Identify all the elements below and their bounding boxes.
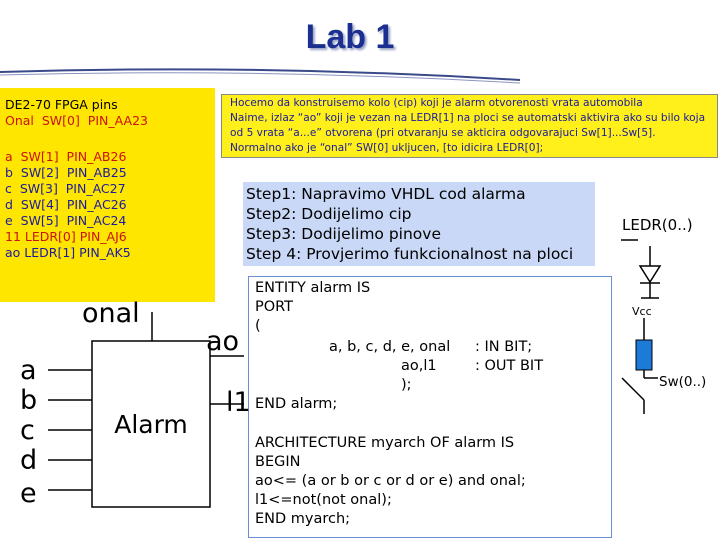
description-line: Hocemo da konstruisemo kolo (cip) koji j… bbox=[230, 97, 643, 109]
input-label-b: b bbox=[20, 385, 38, 416]
pin-assignment-box: DE2-70 FPGA pins Onal SW[0] PIN_AA23 a S… bbox=[0, 88, 215, 302]
title-underline bbox=[0, 68, 521, 84]
switch-icon bbox=[621, 377, 645, 401]
input-label-c: c bbox=[20, 415, 35, 446]
description-line: od 5 vrata “a...e” otvorena (pri otvaran… bbox=[230, 127, 656, 139]
pin-item: ao LEDR[1] PIN_AK5 bbox=[5, 245, 131, 260]
code-line: ( bbox=[255, 318, 261, 334]
led-diode-icon bbox=[638, 265, 662, 284]
step-line: Step3: Dodijelimo pinove bbox=[246, 225, 441, 243]
code-line: : OUT BIT bbox=[475, 358, 544, 374]
input-label-d: d bbox=[20, 445, 38, 476]
output-label-ao: ao bbox=[206, 326, 240, 357]
switch-label: Sw(0..) bbox=[659, 374, 707, 390]
led-switch-schematic bbox=[621, 239, 662, 414]
description-line: Naime, izlaz “ao” koji je vezan na LEDR[… bbox=[230, 112, 706, 124]
code-line: l1<=not(not onal); bbox=[255, 492, 392, 508]
pin-item: e SW[5] PIN_AC24 bbox=[5, 213, 127, 228]
alarm-block bbox=[91, 340, 211, 508]
pins-header: DE2-70 FPGA pins bbox=[5, 97, 118, 112]
resistor-icon bbox=[635, 339, 653, 371]
onal-input-label: onal bbox=[82, 298, 140, 329]
pin-onal: Onal SW[0] PIN_AA23 bbox=[5, 113, 148, 128]
pin-item: 11 LEDR[0] PIN_AJ6 bbox=[5, 229, 127, 244]
code-line: ao,l1 bbox=[401, 358, 437, 374]
input-label-e: e bbox=[20, 478, 37, 509]
step-line: Step 4: Provjerimo funkcionalnost na plo… bbox=[246, 245, 574, 263]
code-line: : IN BIT; bbox=[475, 339, 533, 355]
code-line: BEGIN bbox=[255, 454, 301, 470]
output-label-l1: l1 bbox=[226, 387, 251, 418]
code-line: END myarch; bbox=[255, 511, 351, 527]
code-line: a, b, c, d, e, onal bbox=[329, 339, 451, 355]
slide-title: Lab 1 bbox=[305, 18, 395, 56]
code-line: ENTITY alarm IS bbox=[255, 280, 371, 296]
step-line: Step1: Napravimo VHDL cod alarma bbox=[246, 185, 526, 203]
description-box: Hocemo da konstruisemo kolo (cip) koji j… bbox=[221, 94, 718, 158]
vcc-label: Vcc bbox=[632, 305, 652, 318]
code-line: ARCHITECTURE myarch OF alarm IS bbox=[255, 435, 515, 451]
code-line: ao<= (a or b or c or d or e) and onal; bbox=[255, 473, 526, 489]
code-line: ); bbox=[401, 377, 412, 393]
code-line: END alarm; bbox=[255, 396, 338, 412]
pin-item: d SW[4] PIN_AC26 bbox=[5, 197, 127, 212]
vhdl-code-box: ENTITY alarm IS PORT ( a, b, c, d, e, on… bbox=[248, 276, 612, 538]
pin-item: c SW[3] PIN_AC27 bbox=[5, 181, 126, 196]
code-line: PORT bbox=[255, 299, 294, 315]
ledr-label: LEDR(0..) bbox=[622, 216, 693, 234]
step-line: Step2: Dodijelimo cip bbox=[246, 205, 412, 223]
alarm-block-diagram bbox=[48, 312, 244, 508]
input-label-a: a bbox=[20, 355, 37, 386]
alarm-block-label: Alarm bbox=[114, 409, 188, 439]
description-line: Normalno ako je “onal” SW[0] ukljucen, [… bbox=[230, 142, 544, 154]
pin-item: b SW[2] PIN_AB25 bbox=[5, 165, 127, 180]
steps-box: Step1: Napravimo VHDL cod alarma Step2: … bbox=[243, 182, 595, 266]
pin-item: a SW[1] PIN_AB26 bbox=[5, 149, 127, 164]
